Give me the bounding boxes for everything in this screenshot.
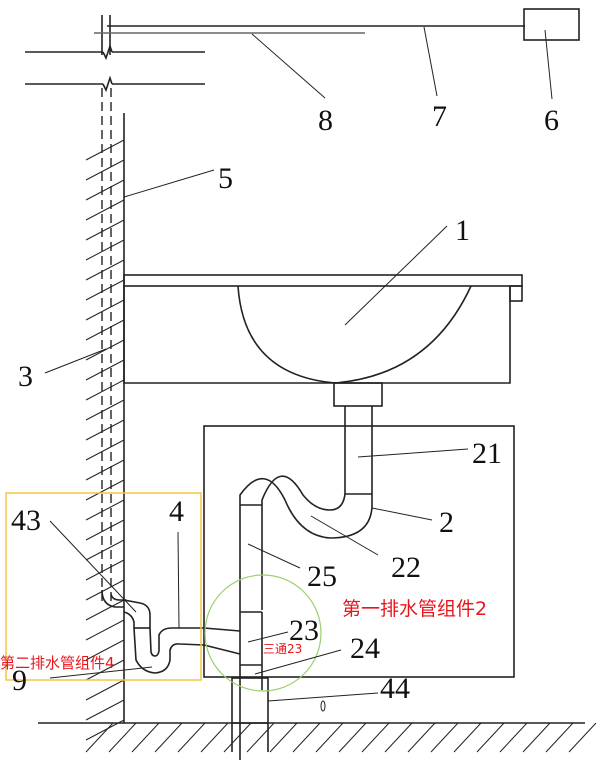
floor-hatch-stroke	[200, 722, 229, 753]
label-23: 23	[289, 614, 319, 647]
wall-hatch-stroke	[85, 379, 125, 401]
floor-hatch-stroke	[476, 722, 505, 753]
second-assembly-highlight-box	[5, 492, 202, 681]
wall-hatch-stroke	[85, 439, 125, 461]
first-drain-assembly-2	[203, 406, 373, 760]
vent-cap-box-7	[523, 8, 580, 41]
floor-hatch-stroke	[269, 722, 298, 753]
wall-hatch-stroke	[85, 659, 125, 681]
s-trap-outer	[239, 477, 373, 760]
label-8: 7	[432, 100, 447, 133]
wall-hatch-stroke	[85, 299, 125, 321]
wall-hatch-stroke	[85, 319, 125, 341]
wall-hatch-stroke	[85, 239, 125, 261]
counter-lip	[509, 285, 523, 302]
basin-bowl	[237, 285, 472, 384]
annotation-first-assembly: 第一排水管组件2	[342, 598, 487, 620]
wall	[85, 88, 125, 741]
label-25: 25	[307, 560, 337, 593]
floor-hatch-stroke	[453, 722, 482, 753]
floor-hatch-stroke	[292, 722, 321, 753]
wall-hatch-stroke	[85, 459, 125, 481]
floor	[38, 722, 597, 753]
floor-hatch-stroke	[568, 722, 597, 753]
wall-hatch-stroke	[85, 139, 125, 161]
vanity-body	[123, 286, 511, 384]
label-7: 6	[544, 104, 559, 137]
wall-hatch-stroke	[85, 479, 125, 501]
second-drain-assembly-4	[101, 589, 205, 674]
reference-numerals: 8 7 6 5 1 3 21 2 22 25 23 24 44 43 4 9	[11, 100, 559, 705]
label-3: 3	[18, 360, 33, 393]
floor-hatch-stroke	[223, 722, 252, 753]
label-5: 44	[380, 672, 410, 705]
wall-hatch-stroke	[85, 339, 125, 361]
basin-outlet	[333, 382, 383, 407]
wall-hatch-stroke	[85, 159, 125, 181]
u-trap-outer	[133, 627, 205, 674]
wall-hatch-stroke	[85, 399, 125, 421]
floor-hatch-stroke	[430, 722, 459, 753]
wall-hatch-stroke	[85, 619, 125, 641]
wall-hatch	[85, 139, 125, 741]
wall-hatch-stroke	[85, 419, 125, 441]
ceiling-break-lines	[25, 43, 205, 93]
label-24: 24	[350, 632, 380, 665]
s-trap-inner	[261, 475, 346, 610]
wall-hatch-stroke	[85, 279, 125, 301]
label-9: 8	[318, 104, 333, 137]
floor-hatch-stroke	[499, 722, 528, 753]
wall-hatch-stroke	[85, 519, 125, 541]
wall-hatch-stroke	[85, 579, 125, 601]
u-trap-inner	[149, 627, 204, 657]
floor-hatch-stroke	[361, 722, 390, 753]
wall-hatch-stroke	[85, 259, 125, 281]
leader-lines	[44, 26, 553, 702]
countertop	[123, 274, 523, 287]
wall-hatch-stroke	[85, 499, 125, 521]
floor-hatch-stroke	[407, 722, 436, 753]
tee-highlight-circle	[204, 574, 322, 692]
floor-hatch-stroke	[85, 722, 114, 753]
annotation-second-assembly: 第二排水管组件4	[0, 654, 115, 672]
floor-hatch-stroke	[522, 722, 551, 753]
floor-hatch-stroke	[246, 722, 275, 753]
label-22: 22	[391, 551, 421, 584]
label-43: 43	[11, 504, 41, 537]
wall-hatch-stroke	[85, 219, 125, 241]
wall-hatch-stroke	[85, 679, 125, 701]
floor-hatch-stroke	[177, 722, 206, 753]
floor-hatch-stroke	[384, 722, 413, 753]
floor-hatch-stroke	[545, 722, 574, 753]
cabinet-outline	[203, 425, 515, 678]
wall-hatch-stroke	[85, 199, 125, 221]
vent-pipe-assembly	[94, 8, 580, 55]
wall-hatch-stroke	[85, 639, 125, 661]
label-4: 4	[169, 495, 184, 528]
wall-hatch-stroke	[85, 559, 125, 581]
floor-hatch-stroke	[131, 722, 160, 753]
label-2: 2	[439, 506, 454, 539]
basin-1	[123, 274, 523, 407]
floor-hatch-stroke	[108, 722, 137, 753]
floor-hatch-stroke	[315, 722, 344, 753]
floor-hatch	[85, 722, 597, 753]
wall-hatch-stroke	[85, 179, 125, 201]
label-1: 1	[455, 214, 470, 247]
wall-hatch-stroke	[85, 359, 125, 381]
wall-hatch-stroke	[85, 599, 125, 621]
label-21: 21	[472, 437, 502, 470]
wall-hatch-stroke	[85, 699, 125, 721]
floor-hatch-stroke	[338, 722, 367, 753]
floor-hatch-stroke	[154, 722, 183, 753]
floor-mark	[320, 700, 326, 712]
wall-hatch-stroke	[85, 539, 125, 561]
annotation-tee: 三通23	[263, 642, 302, 656]
label-6: 5	[218, 162, 233, 195]
label-44: 9	[12, 664, 27, 697]
